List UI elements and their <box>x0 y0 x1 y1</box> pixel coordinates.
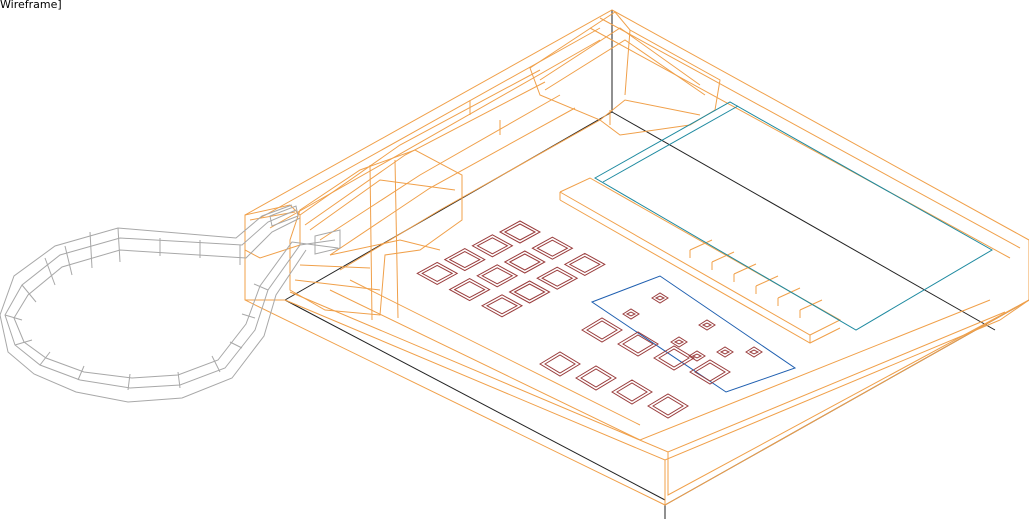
function-button[interactable] <box>539 351 581 377</box>
function-button[interactable] <box>689 359 731 385</box>
button-panel <box>590 275 797 393</box>
keypad-key[interactable] <box>476 264 519 288</box>
function-button[interactable] <box>617 331 659 357</box>
function-button[interactable] <box>581 317 623 343</box>
indicator-light <box>745 346 763 358</box>
keypad-key[interactable] <box>480 294 524 318</box>
indicators <box>622 292 763 362</box>
indicator-light <box>670 336 688 348</box>
keypad-key[interactable] <box>531 236 574 260</box>
viewport-label[interactable]: Wireframe] <box>0 0 62 11</box>
function-button[interactable] <box>575 365 617 391</box>
cord-coils <box>4 227 269 391</box>
keypad-key[interactable] <box>503 250 546 274</box>
indicator-light <box>651 292 669 304</box>
keypad-key[interactable] <box>536 266 579 290</box>
function-button[interactable] <box>647 393 689 419</box>
keypad-key[interactable] <box>563 252 606 276</box>
phone-cord <box>0 204 341 403</box>
keypad-key[interactable] <box>471 234 514 258</box>
display-screen <box>593 101 994 331</box>
handset <box>244 11 721 321</box>
keypad[interactable] <box>416 220 606 318</box>
keypad-key[interactable] <box>448 278 491 302</box>
function-button[interactable] <box>653 345 695 371</box>
function-button[interactable] <box>611 379 653 405</box>
keypad-key[interactable] <box>508 280 551 304</box>
indicator-light <box>622 308 640 320</box>
keypad-key[interactable] <box>498 220 542 244</box>
keypad-key[interactable] <box>416 261 459 285</box>
keypad-key[interactable] <box>443 248 486 272</box>
phone-base <box>244 9 1029 506</box>
indicator-light <box>688 350 706 362</box>
function-buttons[interactable] <box>539 317 731 419</box>
indicator-light <box>698 319 716 331</box>
soft-keys <box>689 239 823 318</box>
indicator-light <box>716 346 734 358</box>
